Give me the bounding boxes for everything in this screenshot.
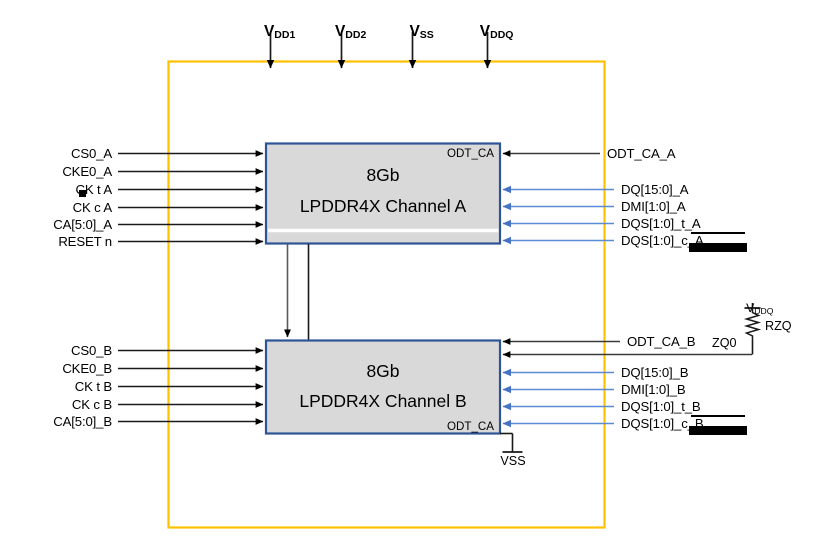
signal-label-ca-b: CA[5:0]_B: [53, 414, 112, 429]
channel-a-block[interactable]: [264, 142, 502, 245]
signal-label-odt-ca-b: ODT_CA_B: [627, 334, 696, 349]
signal-label-dq-a: DQ[15:0]_A: [621, 182, 689, 197]
channel-b-block-line2: LPDDR4X Channel B: [299, 391, 467, 411]
signal-label-cke0-a: CKE0_A: [62, 164, 112, 179]
channel-b-block-line1: 8Gb: [366, 361, 400, 381]
signal-label-zq0: ZQ0: [712, 336, 737, 350]
power-rail-label-vss: VSS: [409, 22, 434, 41]
signal-label-ck-t-b: CK t B: [74, 379, 112, 394]
signal-label-dqs-c-a: DQS[1:0]_c_A: [621, 233, 704, 248]
channel-b-block[interactable]: [264, 339, 502, 435]
dqs-t-b-overbar: [691, 415, 745, 417]
channel-a-right-blue: [502, 185, 614, 245]
resistor-label-rzq: RZQ: [765, 319, 792, 333]
render-artifact-square: [79, 190, 86, 197]
signal-label-cke0-b: CKE0_B: [62, 361, 112, 376]
signal-label-dmi-a: DMI[1:0]_A: [621, 199, 686, 214]
signal-label-reset-n: RESET n: [58, 234, 112, 249]
signal-label-dqs-c-b: DQS[1:0]_c_B: [621, 416, 704, 431]
channel-b-left-signals: [118, 347, 264, 425]
zq-supply-label-vddq: VDDQ: [746, 301, 774, 317]
signal-label-dqs-t-b: DQS[1:0]_t_B: [621, 399, 701, 414]
channel-a-block-line1: 8Gb: [366, 165, 400, 185]
channel-a-internal-odt-label: ODT_CA: [446, 147, 494, 160]
package-outline: [167, 60, 606, 529]
signal-label-dq-b: DQ[15:0]_B: [621, 365, 689, 380]
channel-b-internal-odt-label: ODT_CA: [446, 420, 494, 433]
signal-label-odt-ca-a: ODT_CA_A: [607, 146, 676, 161]
power-rail-label-vddq: VDDQ: [479, 22, 514, 41]
channel-b-right-blue: [502, 368, 614, 428]
power-rail-arrows: [266, 32, 492, 69]
signal-label-ck-c-b: CK c B: [71, 397, 112, 412]
channel-a-left-signals: [118, 150, 264, 245]
signal-label-ca-a: CA[5:0]_A: [53, 217, 112, 232]
signal-label-dqs-t-a: DQS[1:0]_t_A: [621, 216, 701, 231]
dqs-c-a-redaction-bar: [689, 243, 747, 252]
signal-label-ck-c-a: CK c A: [72, 200, 113, 215]
signal-label-cs0-a: CS0_A: [70, 146, 112, 161]
signal-label-cs0-b: CS0_B: [70, 343, 112, 358]
power-rail-label-vdd1: VDD1: [263, 22, 296, 41]
rzq-resistor-symbol: [743, 308, 762, 340]
vss-ground-stub: [500, 432, 523, 453]
channel-b-right-black: [502, 338, 752, 358]
power-rail-label-vdd2: VDD2: [334, 22, 367, 41]
ground-label-vss: VSS: [500, 454, 526, 468]
signal-label-ck-t-a: CK t A: [75, 182, 113, 197]
channel-a-block-line2: LPDDR4X Channel A: [299, 196, 467, 216]
inter-channel-links: [283, 244, 310, 340]
dqs-t-a-overbar: [691, 232, 745, 234]
dqs-c-b-redaction-bar: [689, 426, 747, 435]
zq-network: [743, 303, 762, 355]
signal-label-dmi-b: DMI[1:0]_B: [621, 382, 686, 397]
